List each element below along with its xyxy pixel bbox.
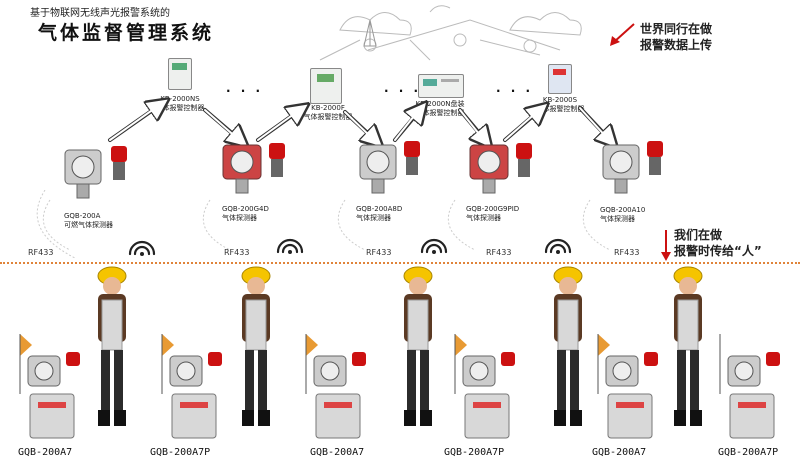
bottom-label-1: GQB-200A7	[18, 447, 73, 458]
controller-kb2000ns-device	[168, 58, 192, 90]
rf-label-4: RF433	[486, 248, 512, 257]
controller-model-1: KB-2000NS	[160, 95, 200, 103]
controller-desc-1: 气体报警控制器	[155, 104, 205, 112]
detector-model-5: GQB-200A10	[600, 206, 646, 214]
rf-label-2: RF433	[224, 248, 250, 257]
detector-3-device	[359, 141, 420, 194]
rf-label-1: RF433	[28, 248, 54, 257]
people-note-line2: 报警时传给“人”	[674, 244, 762, 258]
ellipsis-2: · · ·	[384, 84, 422, 98]
controller-desc-3: 气体报警控制器	[415, 109, 465, 117]
detector-2-device	[222, 143, 285, 194]
workers-and-alarms-illustration	[19, 266, 780, 439]
ellipsis-3: · · ·	[496, 84, 534, 98]
detector-4-device	[469, 143, 532, 194]
detector-model-2: GQB-200G4D	[222, 205, 269, 213]
controller-desc-2: 气体报警控制器	[303, 113, 353, 121]
wifi-icon-4	[544, 238, 572, 254]
wifi-icon-1	[128, 240, 156, 256]
detector-desc-2: 气体探测器	[222, 214, 257, 222]
detector-desc-3: 气体探测器	[356, 214, 391, 222]
bottom-label-3: GQB-200A7	[310, 447, 365, 458]
red-arrow-icon	[610, 23, 635, 46]
controller-kb2000s-device	[548, 64, 572, 94]
bottom-label-4: GQB-200A7P	[444, 447, 505, 458]
bottom-label-6: GQB-200A7P	[718, 447, 779, 458]
bottom-label-2: GQB-200A7P	[150, 447, 211, 458]
ellipsis-1: · · ·	[226, 84, 264, 98]
detector-desc-1: 可燃气体探测器	[64, 221, 113, 229]
antenna-tower-icon	[363, 19, 377, 47]
bottom-label-5: GQB-200A7	[592, 447, 647, 458]
controller-desc-4: 气体报警控制器	[535, 105, 585, 113]
connection-arrows	[108, 39, 800, 262]
alarm-units	[19, 334, 780, 439]
upload-note-line2: 报警数据上传	[640, 38, 713, 52]
wifi-icon-3	[420, 238, 448, 254]
section-divider	[0, 262, 800, 264]
header-title: 气体监督管理系统	[38, 22, 215, 44]
controller-model-4: KB-2000S	[542, 96, 578, 104]
controller-kb2000f-device	[310, 68, 342, 104]
upload-note-line1: 世界同行在做	[640, 22, 713, 36]
people-note-line1: 我们在做	[674, 228, 723, 242]
wifi-icon-2	[276, 238, 304, 254]
detector-desc-5: 气体探测器	[600, 215, 635, 223]
wireless-wave-arcs	[36, 190, 611, 259]
rf-label-5: RF433	[614, 248, 640, 257]
detector-model-1: GQB-200A	[64, 212, 101, 220]
detector-model-3: GQB-200A8D	[356, 205, 403, 213]
rf-label-3: RF433	[366, 248, 392, 257]
detector-1-device	[64, 146, 127, 199]
detector-5-device	[602, 141, 663, 194]
worker-figures	[97, 266, 703, 426]
header-subtitle: 基于物联网无线声光报警系统的	[30, 8, 170, 19]
controller-model-3: KB-2000N盘装	[415, 100, 465, 108]
red-down-arrow-icon	[661, 230, 671, 261]
controller-model-2: KB-2000F	[311, 104, 345, 112]
detector-desc-4: 气体探测器	[466, 214, 501, 222]
detector-model-4: GQB-200G9PID	[466, 205, 520, 213]
controller-kb2000n-device	[418, 74, 464, 98]
